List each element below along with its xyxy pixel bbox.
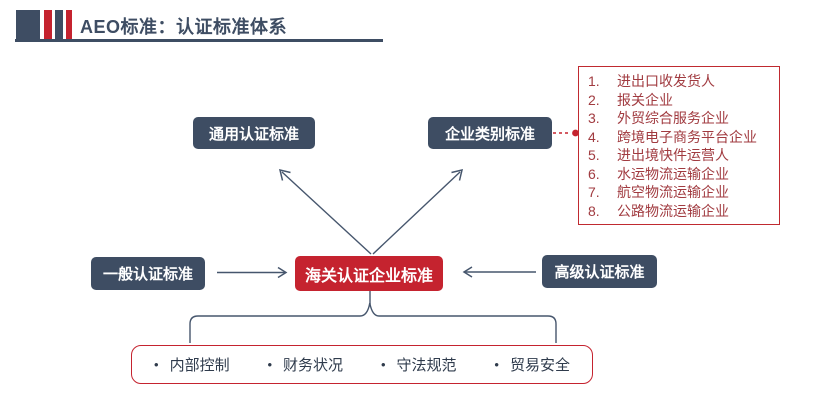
criteria-label: 贸易安全 [509, 357, 570, 374]
enterprise-type-item: 航空物流运输企业 [588, 183, 729, 201]
arrowhead-left-icon [462, 266, 473, 278]
arrowhead-right-icon [277, 266, 288, 279]
logo-bar-icon [16, 10, 40, 39]
enterprise-type-item: 外贸综合服务企业 [588, 109, 729, 127]
node-general-cert-standard: 通用认证标准 [193, 117, 315, 149]
criteria-item: • 贸易安全 [494, 354, 570, 375]
bracket-connector [189, 302, 557, 343]
title-underline [15, 39, 383, 42]
logo-bar-icon [55, 10, 63, 39]
logo-bar-icon [66, 10, 72, 39]
criteria-item: • 内部控制 [154, 354, 230, 375]
bullet-icon: • [267, 357, 273, 372]
enterprise-types-box: 进出口收发货人 报关企业 外贸综合服务企业 跨境电子商务平台企业 进出境快件运营… [578, 66, 780, 225]
bullet-icon: • [494, 357, 499, 372]
enterprise-types-list: 进出口收发货人 报关企业 外贸综合服务企业 跨境电子商务平台企业 进出境快件运营… [583, 72, 775, 220]
bullet-icon: • [380, 357, 386, 372]
enterprise-type-item: 跨境电子商务平台企业 [588, 128, 757, 146]
bullet-icon: • [154, 357, 159, 372]
arrowhead-up-right-icon [451, 168, 464, 181]
node-enterprise-category-standard: 企业类别标准 [428, 117, 552, 149]
node-general-certification: 一般认证标准 [91, 257, 205, 290]
criteria-label: 守法规范 [396, 357, 457, 374]
enterprise-type-item: 进出口收发货人 [588, 72, 715, 90]
arrow-to-category-standard [372, 171, 461, 255]
node-advanced-certification: 高级认证标准 [542, 255, 657, 288]
arrow-to-general-standard [281, 171, 372, 255]
criteria-label: 内部控制 [169, 357, 230, 374]
enterprise-type-item: 公路物流运输企业 [588, 202, 729, 220]
enterprise-type-item: 水运物流运输企业 [588, 165, 729, 183]
criteria-box: • 内部控制 • 财务状况 • 守法规范 • 贸易安全 [131, 345, 593, 384]
page-title: AEO标准：认证标准体系 [80, 17, 288, 37]
criteria-item: • 财务状况 [267, 354, 343, 375]
arrowhead-up-left-icon [278, 168, 291, 181]
criteria-item: • 守法规范 [381, 354, 457, 375]
node-customs-certified-enterprise-standard: 海关认证企业标准 [295, 256, 443, 291]
enterprise-type-item: 报关企业 [588, 91, 673, 109]
logo-bar-icon [44, 10, 52, 39]
criteria-label: 财务状况 [283, 357, 344, 374]
enterprise-type-item: 进出境快件运营人 [588, 146, 729, 164]
